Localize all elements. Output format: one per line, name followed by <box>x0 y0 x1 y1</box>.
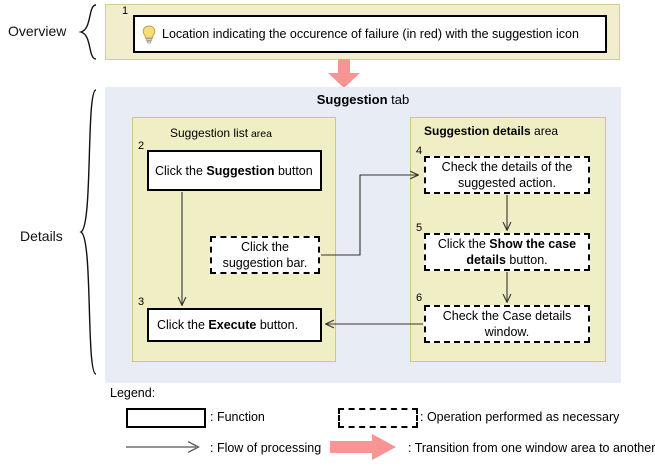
step-3-text-pre: Click the <box>157 318 209 332</box>
step-6-number: 6 <box>416 292 423 304</box>
step-5-text: Click the Show the case details button. <box>426 236 588 268</box>
overview-step-number: 1 <box>122 5 129 17</box>
suggestion-list-area-title: Suggestion list area <box>170 126 272 140</box>
step-6-text: Check the Case details window. <box>442 309 572 339</box>
overview-text: Location indicating the occurence of fai… <box>162 27 579 41</box>
step-2-text-pre: Click the <box>155 163 207 178</box>
suggestion-bar-box[interactable]: Click the suggestion bar. <box>210 236 320 274</box>
step-5-text-pre: Click the <box>437 237 490 251</box>
legend-flow-label: : Flow of processing <box>210 441 322 455</box>
step-6-box[interactable]: Check the Case details window. <box>424 305 590 343</box>
overview-brace <box>78 3 100 61</box>
suggestion-bar-box-text: Click the suggestion bar. <box>222 240 308 270</box>
suggestion-tab-title-rest: tab <box>387 92 410 107</box>
legend-transition-label: : Transition from one window area to ano… <box>408 441 655 455</box>
step-3-text-bold: Execute <box>208 318 257 332</box>
overview-function-box: Location indicating the occurence of fai… <box>133 15 607 53</box>
suggestion-tab-title-bold: Suggestion <box>316 92 388 107</box>
step-5-box[interactable]: Click the Show the case details button. <box>424 233 590 271</box>
suggestion-list-area-title-main: Suggestion list <box>170 126 249 140</box>
step-5-text-bold: Show the case details <box>466 237 577 267</box>
step-2-text: Click the Suggestion button <box>155 163 313 179</box>
legend-function-label: : Function <box>210 410 265 424</box>
overview-brace-label: Overview <box>8 23 67 39</box>
step-2-box[interactable]: Click the Suggestion button <box>147 150 322 191</box>
step-3-text: Click the Execute button. <box>157 317 298 333</box>
legend-optional-swatch <box>338 408 418 428</box>
suggestion-details-area-title: Suggestion details area <box>424 124 558 138</box>
step-5-text-post: button. <box>505 253 548 267</box>
details-brace-label: Details <box>20 228 63 244</box>
step-3-box[interactable]: Click the Execute button. <box>147 308 322 342</box>
step-2-number: 2 <box>138 140 145 152</box>
step-2-text-bold: Suggestion <box>206 163 275 178</box>
legend-transition-arrow-icon <box>330 434 400 460</box>
step-3-number: 3 <box>138 296 145 308</box>
lightbulb-icon <box>142 24 156 44</box>
suggestion-details-area-title-main: Suggestion details <box>424 124 531 138</box>
suggestion-details-area-title-suffix: area <box>530 124 559 138</box>
step-5-number: 5 <box>416 222 423 234</box>
legend-optional-label: : Operation performed as necessary <box>420 410 620 424</box>
step-4-number: 4 <box>416 145 423 157</box>
legend-flow-arrow-icon <box>126 440 206 454</box>
step-2-text-post: button <box>274 163 313 178</box>
pink-down-arrow-icon <box>326 59 362 89</box>
step-4-box[interactable]: Check the details of the suggested actio… <box>424 156 590 194</box>
details-brace <box>78 88 100 376</box>
step-3-text-post: button. <box>256 318 299 332</box>
legend-function-swatch <box>126 408 206 428</box>
suggestion-list-area-title-suffix: area <box>248 128 272 140</box>
step-4-text: Check the details of the suggested actio… <box>441 160 573 190</box>
legend-title: Legend: <box>110 386 156 400</box>
suggestion-tab-title: Suggestion tab <box>105 92 621 107</box>
